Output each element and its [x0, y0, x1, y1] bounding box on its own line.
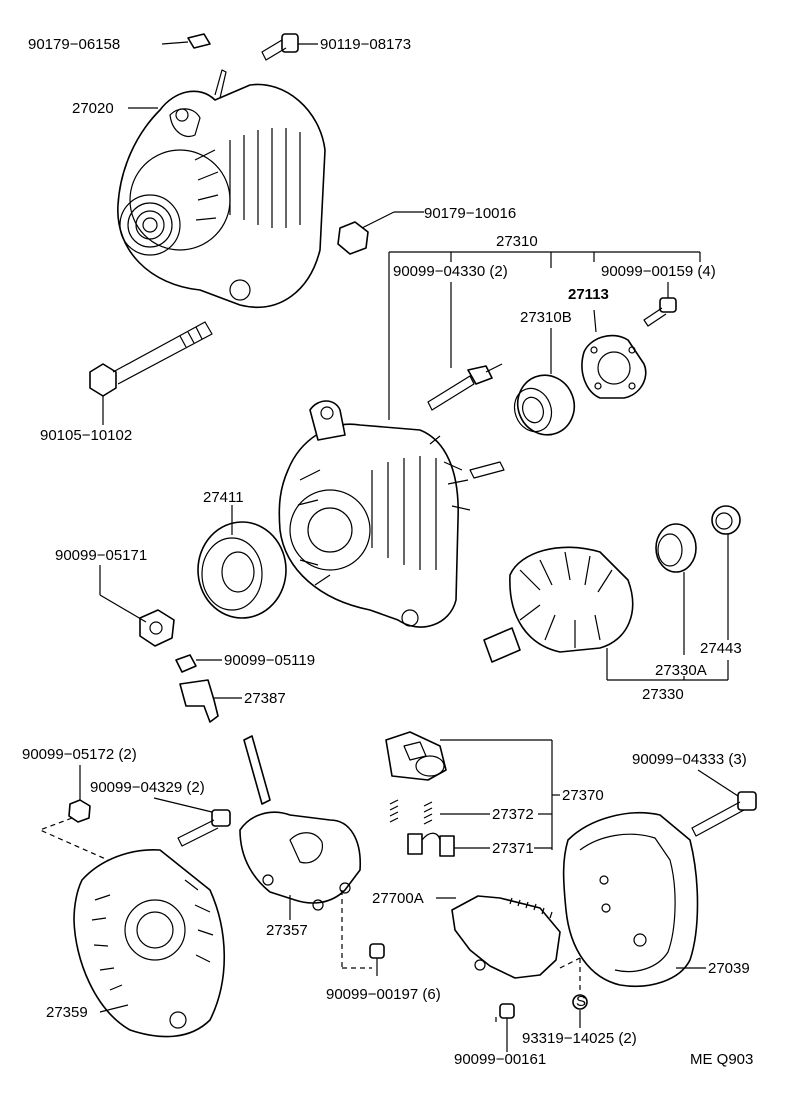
pulley-27411: [197, 505, 287, 619]
label-90099-00197: 90099−00197 (6): [326, 986, 441, 1003]
bearing-27310B: [513, 328, 576, 436]
label-90179-06158: 90179−06158: [28, 36, 120, 53]
label-27411: 27411: [203, 489, 244, 506]
label-90119-08173: 90119−08173: [320, 36, 411, 53]
regulator-27700A: [436, 895, 561, 979]
stud-bolt-90099-04330: [427, 282, 503, 411]
label-90099-05171: 90099−05171: [55, 547, 147, 564]
clip-s-mark: S: [576, 993, 586, 1010]
label-27020: 27020: [72, 100, 114, 117]
label-90099-04330: 90099−04330 (2): [393, 263, 508, 280]
bolt-90099-04333: [691, 769, 757, 837]
plug-27387: [179, 679, 242, 723]
insulator-90099-05119: [175, 654, 222, 673]
label-27370: 27370: [562, 787, 604, 804]
label-27371: 27371: [492, 840, 534, 857]
bolt-90099-04329: [153, 797, 231, 847]
retainer-plate-27113: [581, 309, 647, 399]
label-90099-04333: 90099−04333 (3): [632, 751, 747, 768]
label-90099-05119: 90099−05119: [224, 652, 315, 669]
bracket-27310: [388, 251, 701, 420]
label-90099-00159: 90099−00159 (4): [601, 263, 716, 280]
label-27039: 27039: [708, 960, 750, 977]
bearing-27330A: [655, 523, 697, 655]
brush-holder-27370: [385, 731, 560, 850]
label-27330: 27330: [642, 686, 684, 703]
rear-end-frame-27359: [73, 849, 226, 1038]
label-27310B: 27310B: [520, 309, 572, 326]
label-27372: 27372: [492, 806, 534, 823]
nut-90179-10016: [337, 211, 424, 255]
diagram-code: ME Q903: [690, 1051, 753, 1068]
springs-27372: [389, 799, 552, 825]
rotor-27330: [483, 546, 634, 680]
label-27700A: 27700A: [372, 890, 424, 907]
drive-end-frame: [278, 400, 505, 628]
nut-90099-05172: [38, 765, 109, 861]
screw-90099-00197: [341, 890, 385, 976]
brush-holder-27357: [239, 735, 361, 920]
long-bolt-90105-10102: [89, 321, 213, 425]
label-90099-00161: 90099−00161: [454, 1051, 546, 1068]
screw-90099-00161: [495, 1003, 515, 1052]
clip-90179-06158: [161, 33, 211, 49]
label-90179-10016: 90179−10016: [424, 205, 516, 222]
nut-90099-05171: [99, 565, 175, 647]
label-90099-04329: 90099−04329 (2): [90, 779, 205, 796]
bolt-90119-08173: [261, 33, 318, 61]
label-27443: 27443: [700, 640, 742, 657]
label-27359: 27359: [46, 1004, 88, 1021]
brushes-27371: [407, 832, 552, 857]
label-90105-10102: 90105−10102: [40, 427, 132, 444]
label-27357: 27357: [266, 922, 308, 939]
label-27113: 27113: [568, 286, 609, 303]
alternator-assembly-27020: [117, 69, 326, 308]
rear-cover-27039: [562, 812, 706, 988]
clip-93319-14025: S: [559, 957, 588, 1028]
label-27310: 27310: [496, 233, 538, 250]
screw-90099-00159: [643, 282, 677, 327]
label-27330A: 27330A: [655, 662, 707, 679]
label-90099-05172: 90099−05172 (2): [22, 746, 137, 763]
label-27387: 27387: [244, 690, 286, 707]
label-93319-14025: 93319−14025 (2): [522, 1030, 637, 1047]
cover-27443: [711, 505, 741, 640]
